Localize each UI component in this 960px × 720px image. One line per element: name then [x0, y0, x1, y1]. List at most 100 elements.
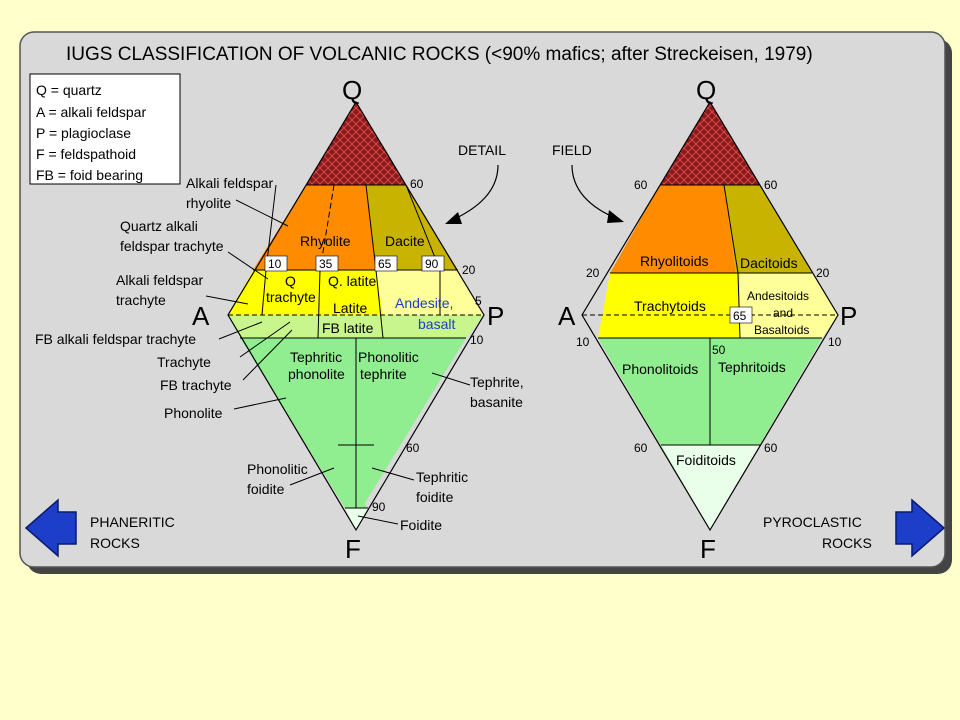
f-10-tick: 10: [576, 335, 590, 349]
tephritic-phonolite-label: Tephritic: [290, 349, 342, 365]
callout-phonolitic-foidite: Phonolitic: [247, 461, 308, 477]
next-label: ROCKS: [822, 535, 872, 551]
fb-field: [228, 315, 484, 338]
quartz-field: [660, 102, 760, 185]
field-caption: FIELD: [552, 142, 592, 158]
foiditoids-field: [661, 445, 760, 530]
legend-item: F = feldspathoid: [36, 146, 136, 162]
f-10-tick: 10: [470, 333, 484, 347]
legend-item: A = alkali feldspar: [36, 104, 146, 120]
latite-label: Latite: [333, 300, 367, 316]
f-10-tick: 10: [828, 335, 842, 349]
callout-tephrite: Tephrite,: [470, 374, 524, 390]
q-20-tick: 20: [462, 263, 476, 277]
fb-latite-label: FB latite: [322, 320, 374, 336]
basaltoids-label: Basaltoids: [754, 323, 809, 337]
legend-item: FB = foid bearing: [36, 167, 143, 183]
callout-foidite: Foidite: [400, 517, 442, 533]
q-60-tick: 60: [634, 178, 648, 192]
callout-fb-trachyte: FB trachyte: [160, 377, 232, 393]
q-trachyte-label: Q: [285, 273, 296, 289]
quartz-field: [306, 102, 406, 185]
callout-alkali-feldspar-rhyolite: rhyolite: [186, 195, 231, 211]
f-60-tick: 60: [406, 441, 420, 455]
dacitoids-label: Dacitoids: [740, 255, 798, 271]
legend: Q = quartz A = alkali feldspar P = plagi…: [29, 73, 181, 185]
boundary-value: 65: [733, 309, 747, 323]
basalt-label: basalt: [418, 316, 455, 332]
callout-quartz-alkali-feldspar-trachyte: feldspar trachyte: [120, 238, 224, 254]
arrow-right-icon: [895, 498, 946, 558]
page-title: IUGS CLASSIFICATION OF VOLCANIC ROCKS (<…: [66, 44, 813, 65]
dacitoids-field: [724, 185, 812, 273]
vertex-f: F: [345, 534, 361, 564]
detail-caption: DETAIL: [458, 142, 506, 158]
boundary-value: 65: [378, 257, 392, 271]
callout-tephritic-foidite: Tephritic: [416, 469, 468, 485]
legend-item: P = plagioclase: [36, 125, 131, 141]
q-latite-label: Q. latite: [328, 273, 376, 289]
trachytoids-label: Trachytoids: [634, 298, 706, 314]
q-60-tick: 60: [410, 177, 424, 191]
vertex-a: A: [192, 301, 210, 331]
andesitoids-label: Andesitoids: [747, 289, 809, 303]
rhyolite-field: [253, 185, 376, 270]
prev-phaneritic-button[interactable]: PHANERITIC ROCKS: [24, 498, 175, 558]
vertex-q: Q: [342, 75, 362, 105]
vertex-f: F: [700, 534, 716, 564]
dacite-field: [366, 185, 458, 270]
boundary-value-boxes: 10 35 65 90: [264, 255, 445, 272]
callout-alkali-feldspar-trachyte: trachyte: [116, 292, 166, 308]
q-60-tick: 60: [764, 178, 778, 192]
callout-tephritic-foidite: foidite: [416, 489, 454, 505]
boundary-value: 50: [712, 343, 726, 357]
callout-fb-alkali-feldspar-trachyte: FB alkali feldspar trachyte: [35, 331, 196, 347]
field-diagram: Rhyolitoids Dacitoids Trachytoids Andesi…: [558, 75, 857, 564]
callout-alkali-feldspar-trachyte: Alkali feldspar: [116, 272, 203, 288]
boundary-value: 90: [425, 257, 439, 271]
callout-quartz-alkali-feldspar-trachyte: Quartz alkali: [120, 218, 198, 234]
andesite-field: [376, 270, 484, 315]
q-20-tick: 20: [586, 266, 600, 280]
vertex-p: P: [840, 301, 857, 331]
rhyolite-label: Rhyolite: [300, 233, 351, 249]
andesite-label: Andesite,: [395, 295, 453, 311]
dacite-label: Dacite: [385, 233, 425, 249]
boundary-value-box: [729, 306, 753, 324]
q-trachyte-label: trachyte: [266, 289, 316, 305]
legend-item: Q = quartz: [36, 82, 102, 98]
callout-phonolitic-foidite: foidite: [247, 481, 285, 497]
callout-trachyte: Trachyte: [157, 354, 211, 370]
trachyte-field: [228, 270, 383, 315]
detail-outline: [227, 100, 485, 532]
f-60-tick: 60: [764, 441, 778, 455]
tephritic-phonolite-label: phonolite: [288, 366, 345, 382]
prev-label: PHANERITIC: [90, 514, 175, 530]
trachytoids-field: [598, 273, 740, 338]
rhyolitoids-label: Rhyolitoids: [640, 253, 708, 269]
next-label: PYROCLASTIC: [763, 514, 862, 530]
vertex-q: Q: [696, 75, 716, 105]
phonolitoids-label: Phonolitoids: [622, 361, 698, 377]
boundary-value: 10: [268, 257, 282, 271]
detail-diagram: Rhyolite Dacite Q trachyte Q. latite Lat…: [35, 75, 524, 564]
q-5-tick: 5: [475, 294, 482, 308]
callout-basanite: basanite: [470, 394, 523, 410]
phonolitic-tephrite-label: tephrite: [360, 366, 407, 382]
rhyolitoids-field: [610, 185, 736, 273]
andesitoids-label: and: [773, 306, 793, 320]
vertex-a: A: [558, 301, 576, 331]
f-60-tick: 60: [634, 441, 648, 455]
andesitoids-field: [740, 273, 838, 338]
foiditoids-label: Foiditoids: [676, 452, 736, 468]
next-pyroclastic-button[interactable]: PYROCLASTIC ROCKS: [763, 498, 946, 558]
foidite-field: [345, 508, 368, 530]
arrow-left-icon: [24, 498, 77, 558]
phonolitic-tephrite-label: Phonolitic: [358, 349, 419, 365]
callout-phonolite: Phonolite: [164, 405, 223, 421]
prev-label: ROCKS: [90, 535, 140, 551]
q-20-tick: 20: [816, 266, 830, 280]
f-90-tick: 90: [372, 500, 386, 514]
boundary-value: 35: [319, 257, 333, 271]
